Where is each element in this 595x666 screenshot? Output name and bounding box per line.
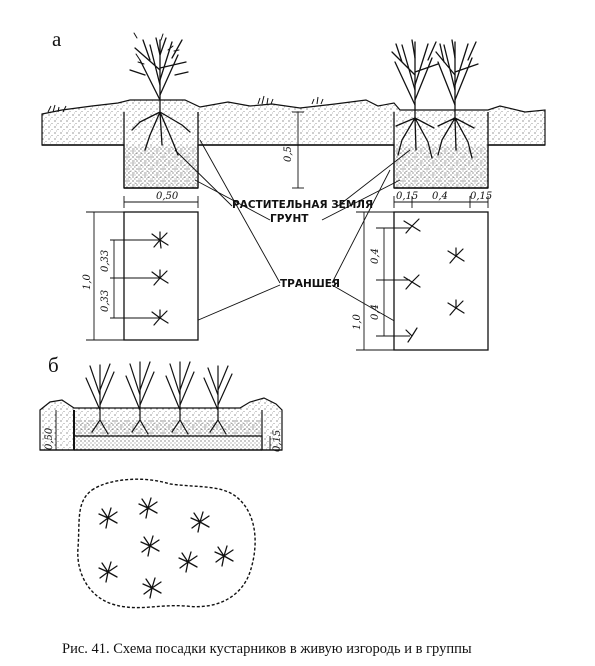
dimension-plan-right-step-2: 0,4 xyxy=(370,304,381,320)
dimension-plan-left-total: 1,0 xyxy=(82,273,93,290)
dimension-width-right-3: 0,15 xyxy=(470,191,492,202)
dimension-width-right-2: 0,4 xyxy=(432,191,448,202)
plan-trench-right xyxy=(356,211,489,351)
dimension-layer-b: 0,15 xyxy=(272,430,283,452)
label-trench: ТРАНШЕЯ xyxy=(280,278,340,290)
shrub-icon xyxy=(391,39,479,159)
leader-lines xyxy=(174,139,411,331)
shrub-icon xyxy=(129,32,191,156)
dimension-plan-right-step-1: 0,4 xyxy=(370,248,381,264)
seedling-icon xyxy=(151,231,169,326)
soil-section-a xyxy=(41,95,546,189)
shrub-group-plan xyxy=(77,478,256,609)
label-topsoil: РАСТИТЕЛЬНАЯ ЗЕМЛЯ xyxy=(232,199,373,211)
dimension-width-left: 0,50 xyxy=(156,191,179,202)
section-width-dims xyxy=(123,196,489,208)
dimension-depth-a: 0,5 xyxy=(283,146,294,162)
figure-caption: Рис. 41. Схема посадки кустарников в жив… xyxy=(62,641,472,657)
seedling-icon xyxy=(403,218,465,343)
panel-label-a: а xyxy=(52,27,62,51)
shrub-top-view-icon xyxy=(98,497,234,599)
dimension-plan-right-total: 1,0 xyxy=(352,313,363,330)
dimension-depth-b: 0,50 xyxy=(44,427,55,450)
panel-label-b: б xyxy=(48,353,59,377)
dimension-width-right-1: 0,15 xyxy=(396,191,418,202)
dimension-plan-left-step-2: 0,33 xyxy=(100,290,111,312)
label-ground: ГРУНТ xyxy=(270,213,309,225)
dimension-plan-left-step-1: 0,33 xyxy=(100,250,111,272)
plan-trench-left xyxy=(86,211,199,341)
soil-section-b xyxy=(39,397,283,451)
shrub-row-icon xyxy=(85,361,233,435)
